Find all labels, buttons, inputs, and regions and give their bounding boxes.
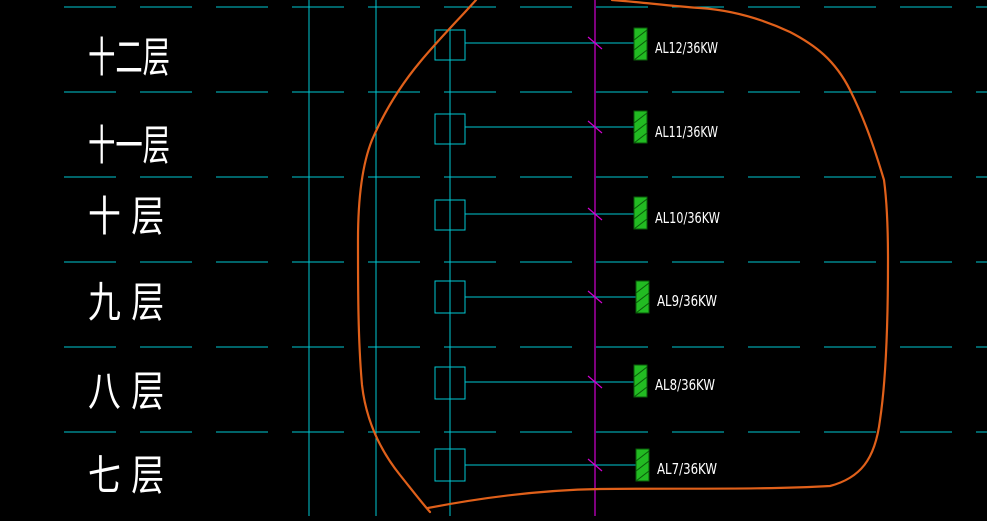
panel-hatch [635,292,650,304]
panel-label: AL7/36KW [657,460,717,478]
floor-row: 十二层 AL12/36KW [88,27,718,82]
panel-label: AL12/36KW [655,39,718,57]
markup-annotation-loop [356,0,890,514]
panel-hatch [633,29,648,41]
panel-hatch [635,460,650,472]
floor-row: 七 层 AL7/36KW [88,448,717,500]
floor-grid-lines [64,6,987,433]
panel-hatch [633,386,648,398]
floor-label: 十二层 [88,33,170,82]
floor-label: 八 层 [88,367,164,416]
floor-row: 十 层 AL10/36KW [88,192,720,241]
floor-label: 十 层 [88,192,164,241]
junction-box [434,113,466,145]
floor-label: 十一层 [88,121,170,170]
vertical-lines [308,0,451,516]
panel-hatch [633,132,648,144]
panel-hatch [633,218,648,230]
floor-row: 九 层 AL9/36KW [88,278,717,327]
tick-mark [587,375,603,389]
tick-mark [587,207,603,221]
panel-hatch [633,208,648,220]
panel-hatch [633,112,648,124]
panel-label: AL11/36KW [655,123,718,141]
panel-hatch [633,366,648,378]
floor-label: 九 层 [88,278,164,327]
panel-hatch [635,470,650,482]
junction-box [434,199,466,231]
tick-mark [587,120,603,134]
floor-row: 十一层 AL11/36KW [88,110,718,170]
panel-label: AL9/36KW [657,292,717,310]
panel-hatch [633,376,648,388]
tick-mark [587,458,603,472]
panel-hatch [633,122,648,134]
junction-box [434,366,466,400]
panel-label: AL8/36KW [655,376,715,394]
tick-mark [587,290,603,304]
panel-hatch [633,198,648,210]
panel-hatch [635,302,650,314]
panel-hatch [635,282,650,294]
panel-hatch [635,450,650,462]
panel-hatch [633,39,648,51]
panel-hatch [633,49,648,61]
tick-mark [587,36,603,50]
floor-label: 七 层 [88,451,164,500]
panel-label: AL10/36KW [655,209,720,227]
floor-row: 八 层 AL8/36KW [88,364,715,416]
